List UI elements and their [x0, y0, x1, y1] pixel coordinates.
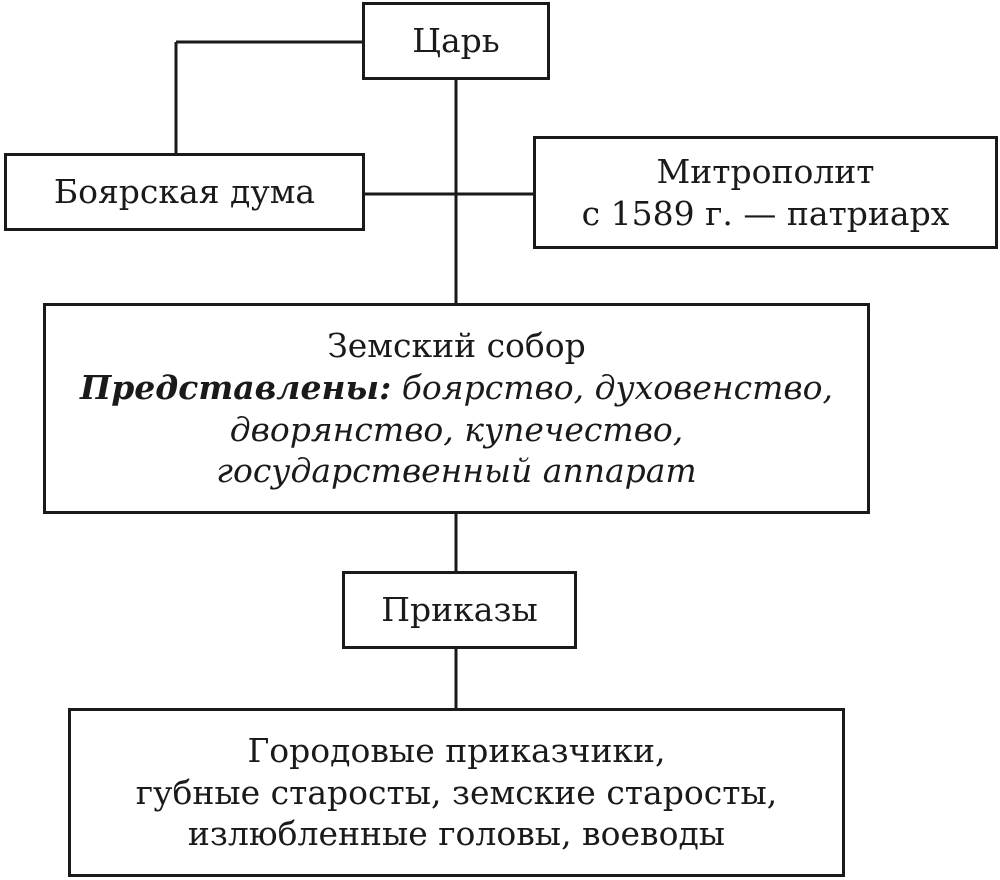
metropolitan-line-2: с 1589 г. — патриарх [581, 193, 950, 233]
represented-label: Представлены: [80, 367, 392, 407]
boyar-duma-label: Боярская дума [53, 172, 316, 212]
represented-list-part-2: дворянство, купечество, [229, 409, 684, 449]
represented-list-part-3: государственный аппарат [216, 451, 697, 491]
prikazy-label: Приказы [381, 590, 538, 630]
metropolitan-box: Митрополит с 1589 г. — патриарх [533, 136, 998, 249]
zemsky-sobor-box: Земский собор Представлены: боярство, ду… [43, 303, 870, 514]
boyar-duma-box: Боярская дума [4, 153, 365, 231]
zemsky-sobor-represented-line: Представлены: боярство, духовенство, [80, 367, 833, 409]
zemsky-sobor-title: Земский собор [327, 326, 586, 366]
local-officials-box: Городовые приказчики, губные старосты, з… [68, 708, 845, 877]
tsar-label: Царь [412, 21, 500, 61]
represented-list-part-1: боярство, духовенство, [391, 367, 833, 407]
local-officials-line-3: излюбленные головы, воеводы [187, 814, 726, 854]
metropolitan-line-1: Митрополит [656, 151, 875, 191]
local-officials-line-1: Городовые приказчики, [247, 731, 666, 771]
local-officials-line-2: губные старосты, земские старосты, [135, 772, 778, 812]
tsar-box: Царь [362, 2, 550, 80]
prikazy-box: Приказы [342, 571, 577, 649]
